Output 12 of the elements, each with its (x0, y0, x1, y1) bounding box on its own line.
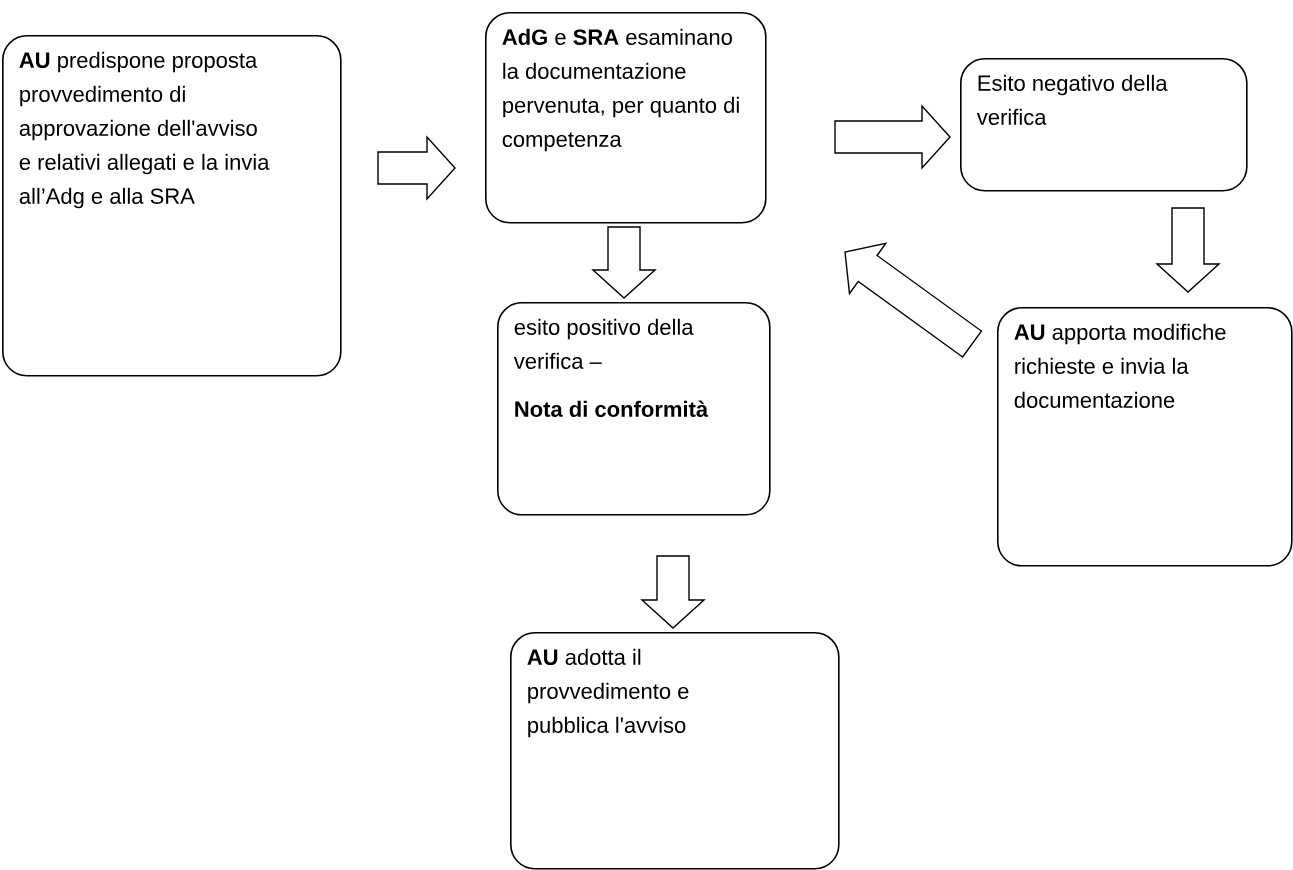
process-box: AU adotta il provvedimento e pubblica l'avviso (510, 632, 840, 870)
block-arrow (377, 135, 456, 201)
block-arrow (640, 555, 706, 629)
block-arrow (844, 242, 983, 358)
block-arrow (591, 226, 657, 299)
process-box: AdG e SRA esaminano la documentazione pervenuta, per quanto di competenza (485, 12, 767, 224)
process-box: AU apporta modifiche richieste e invia la documentazione (997, 307, 1293, 567)
block-arrow (1155, 207, 1221, 293)
block-arrow (834, 104, 951, 170)
process-box: AU predispone proposta provvedimento di approvazione dell'avviso e relativi allegati e la invia all’Adg e alla SRA (2, 35, 342, 377)
process-box: esito positivo della verifica – Nota di conformità (497, 302, 771, 516)
process-box: Esito negativo della verifica (960, 58, 1248, 192)
